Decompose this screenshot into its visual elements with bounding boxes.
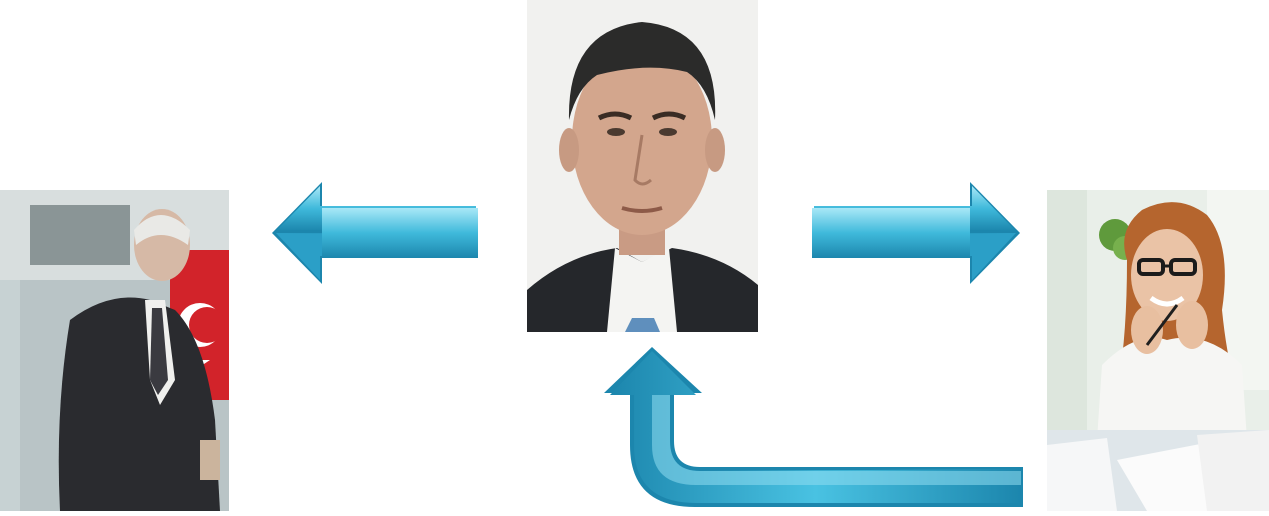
arrow-right-icon: [808, 180, 1022, 286]
arrow-left-icon: [270, 180, 482, 286]
right-person-photo: [1047, 190, 1269, 511]
center-person-photo: [527, 0, 758, 332]
left-person-photo: [0, 190, 229, 511]
arrow-return-icon: [600, 345, 1025, 511]
